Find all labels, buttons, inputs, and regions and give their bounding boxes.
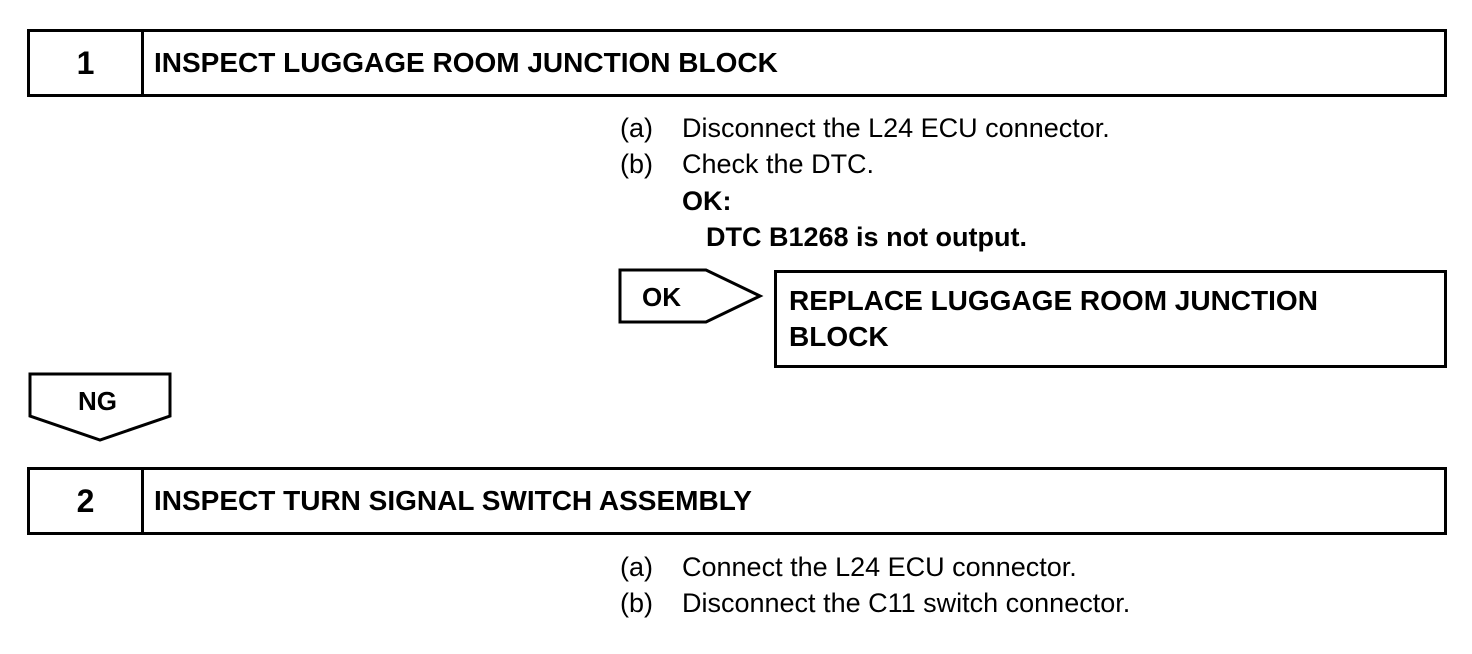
instruction-label: (b) <box>620 588 653 618</box>
instruction-label: (a) <box>620 552 653 582</box>
instruction-text: Disconnect the L24 ECU connector. <box>682 113 1110 143</box>
instruction-text: Connect the L24 ECU connector. <box>682 552 1077 582</box>
step-1-instruction-b: (b) Check the DTC. <box>620 146 874 182</box>
ok-arrow-label: OK <box>642 282 681 312</box>
ok-condition: DTC B1268 is not output. <box>706 222 1028 252</box>
ok-arrow-icon <box>618 268 764 324</box>
ng-arrow-label: NG <box>78 386 117 416</box>
instruction-text: Disconnect the C11 switch connector. <box>682 588 1131 618</box>
instruction-text: Check the DTC. <box>682 149 875 179</box>
ok-result-box: REPLACE LUGGAGE ROOM JUNCTION BLOCK <box>774 270 1447 368</box>
ok-result-line-2: BLOCK <box>789 321 889 352</box>
ok-result-line-1: REPLACE LUGGAGE ROOM JUNCTION <box>789 285 1318 316</box>
step-1-number: 1 <box>30 32 144 94</box>
step-2-instruction-b: (b) Disconnect the C11 switch connector. <box>620 585 1130 621</box>
instruction-label: (b) <box>620 149 653 179</box>
step-1-instruction-a: (a) Disconnect the L24 ECU connector. <box>620 110 1110 146</box>
step-1-header: 1 INSPECT LUGGAGE ROOM JUNCTION BLOCK <box>27 29 1447 97</box>
instruction-label: (a) <box>620 113 653 143</box>
step-2-header: 2 INSPECT TURN SIGNAL SWITCH ASSEMBLY <box>27 467 1447 535</box>
ok-heading: OK: <box>682 186 732 216</box>
ng-arrow-icon <box>28 372 172 442</box>
step-2-instruction-a: (a) Connect the L24 ECU connector. <box>620 549 1077 585</box>
step-2-title: INSPECT TURN SIGNAL SWITCH ASSEMBLY <box>154 485 752 516</box>
step-2-number: 2 <box>30 470 144 532</box>
step-1-title: INSPECT LUGGAGE ROOM JUNCTION BLOCK <box>154 47 778 78</box>
